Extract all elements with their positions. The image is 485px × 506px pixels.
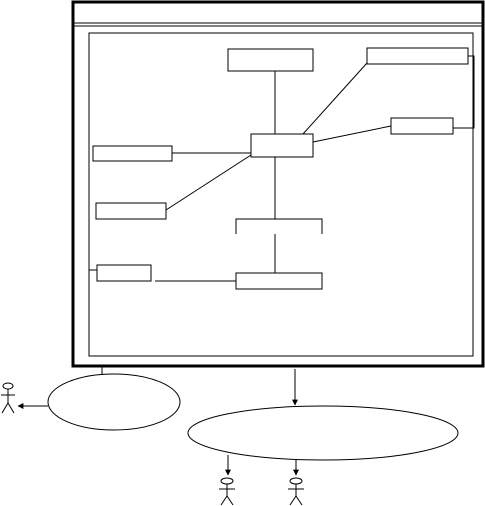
connector-left2-center xyxy=(165,154,252,211)
box-center[interactable] xyxy=(250,133,314,158)
box-top[interactable] xyxy=(227,48,314,72)
box-left-3[interactable] xyxy=(96,264,152,282)
box-right[interactable] xyxy=(390,117,454,135)
box-left-2[interactable] xyxy=(95,202,167,220)
connector-topright-right xyxy=(453,55,475,129)
actor-left[interactable] xyxy=(1,382,15,414)
actor-bottom-1[interactable] xyxy=(219,477,235,506)
ellipse-wide[interactable] xyxy=(187,405,459,461)
box-left-1[interactable] xyxy=(92,145,173,162)
connectors xyxy=(89,55,475,282)
box-top-right[interactable] xyxy=(366,47,469,65)
ellipse-left[interactable] xyxy=(47,373,181,431)
box-bottom[interactable] xyxy=(235,272,323,290)
actor-bottom-2[interactable] xyxy=(288,477,304,506)
inner-frame xyxy=(88,32,474,357)
box-mid-lower[interactable] xyxy=(235,218,323,234)
connector-topright-center xyxy=(302,62,368,135)
connector-right-center xyxy=(312,125,392,143)
